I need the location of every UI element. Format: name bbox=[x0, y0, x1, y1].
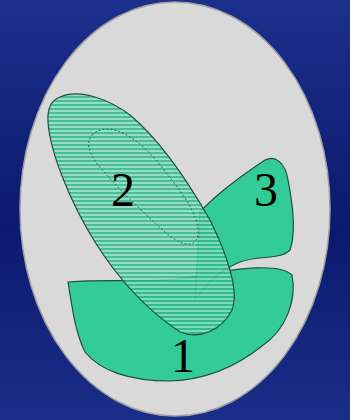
teal-region: 2 bbox=[40, 85, 245, 345]
region-number: 1 bbox=[171, 332, 195, 380]
region-number: 2 bbox=[111, 166, 135, 214]
region-shape bbox=[40, 85, 245, 345]
region-number: 3 bbox=[254, 166, 278, 214]
grey-ellipse bbox=[20, 2, 330, 416]
